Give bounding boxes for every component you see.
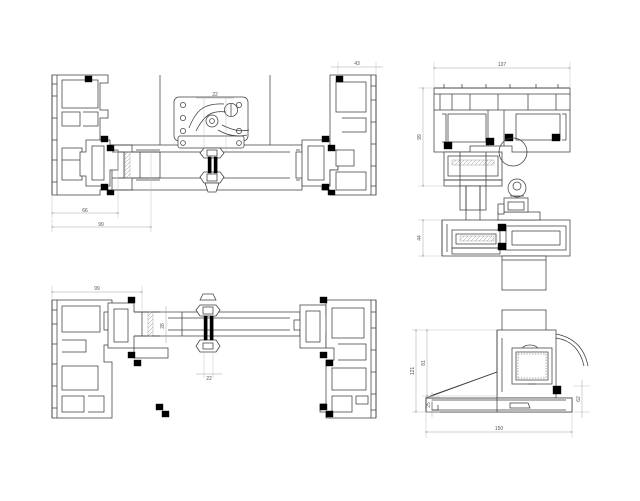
view-bottom-left: 99 28 22 [51, 286, 377, 419]
dim-label-22a: 22 [212, 92, 218, 98]
dim-label-22b: 22 [206, 376, 212, 382]
dim-label-44: 44 [417, 235, 423, 241]
lock-mechanism [173, 96, 250, 193]
dimension-81: 81 [421, 329, 496, 397]
dim-label-28: 28 [160, 323, 166, 329]
dimension-99a: 99 [51, 150, 152, 232]
dim-label-66: 66 [82, 208, 88, 214]
dimension-121: 121 [410, 329, 425, 413]
dim-label-121: 121 [410, 367, 416, 376]
dim-label-43: 43 [354, 61, 360, 67]
frame-profile-left [51, 74, 161, 196]
dimension-44: 44 [417, 219, 441, 257]
dimension-28: 28 [160, 306, 182, 343]
dimension-62: 62 [573, 380, 590, 418]
dim-label-99a: 99 [98, 222, 104, 228]
dimension-22a: 22 [196, 92, 234, 152]
view-bottom-right: 81 121 25 62 150 [410, 309, 590, 438]
dim-label-99b: 99 [94, 286, 100, 292]
dim-label-137: 137 [498, 62, 507, 68]
dimension-43: 43 [331, 61, 383, 74]
dim-label-25: 25 [426, 402, 432, 408]
dimension-150: 150 [425, 413, 573, 438]
dimension-137: 137 [433, 62, 571, 87]
frame-profile-left-bottom [51, 296, 183, 419]
frame-profile-right-top [290, 74, 377, 196]
dimension-99b: 99 [51, 286, 143, 310]
interlock-centre-bottom [195, 293, 221, 353]
dim-label-81: 81 [421, 360, 427, 366]
dim-label-62: 62 [576, 396, 582, 402]
dimension-66: 66 [51, 150, 119, 218]
view-top-left: 66 99 22 43 [51, 61, 383, 232]
dimension-22b: 22 [196, 352, 222, 382]
view-top-right: 137 99 [417, 62, 571, 211]
view-middle-right: 44 [417, 178, 571, 291]
dim-label-99c: 99 [417, 134, 423, 140]
dimension-99c: 99 [417, 87, 443, 187]
frame-profile-right-bottom [290, 296, 377, 419]
dimension-25: 25 [425, 392, 440, 417]
dim-label-150: 150 [495, 426, 504, 432]
